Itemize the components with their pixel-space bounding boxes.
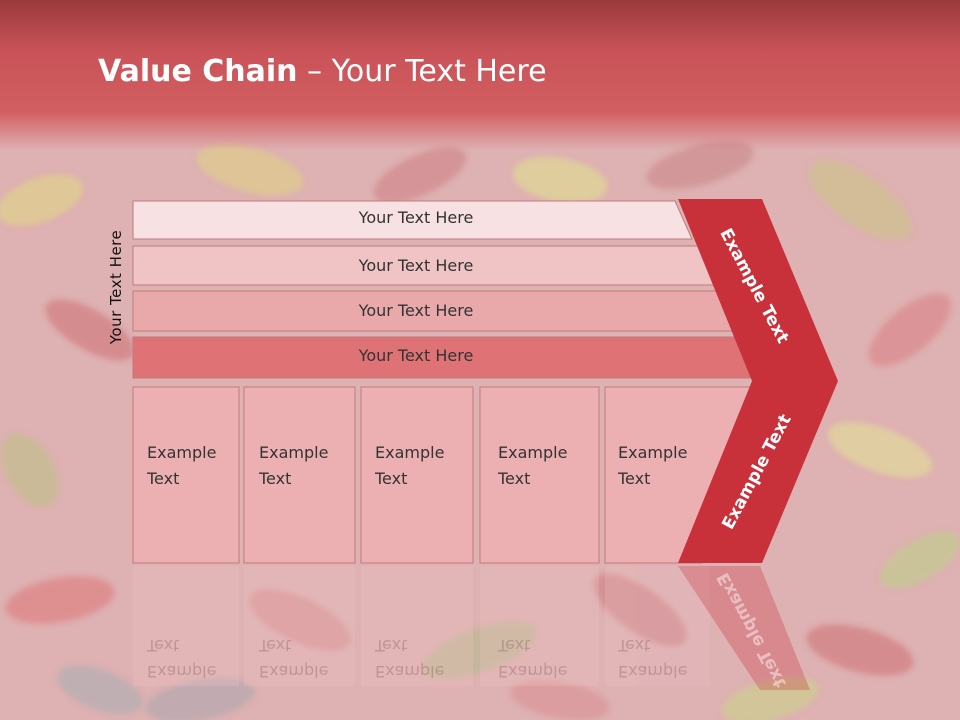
column-2-label: Example Text <box>259 443 329 488</box>
chevron-arrow[interactable] <box>678 199 838 563</box>
bar-3-label: Your Text Here <box>358 301 474 320</box>
column-4[interactable] <box>479 386 600 564</box>
column-2[interactable] <box>243 386 356 564</box>
column-reflection <box>605 566 710 686</box>
bar-2-label: Your Text Here <box>358 256 474 275</box>
column-reflection <box>244 566 355 686</box>
column-4-label: Example Text <box>498 443 568 488</box>
column-4-reflection-label: Example Text <box>498 636 568 681</box>
column-3-label: Example Text <box>375 443 445 488</box>
column-reflection <box>480 566 599 686</box>
column-5-reflection-label: Example Text <box>618 636 688 681</box>
chevron-reflection <box>678 566 810 690</box>
side-label: Your Text Here <box>107 229 125 345</box>
column-3[interactable] <box>360 386 474 564</box>
bar-1-label: Your Text Here <box>358 208 474 227</box>
slide-title: Value Chain – Your Text Here <box>98 54 547 89</box>
bar-1[interactable] <box>132 200 693 240</box>
column-1[interactable] <box>132 386 240 564</box>
header-band <box>0 0 960 150</box>
title-bold: Value Chain <box>98 54 298 89</box>
column-2-reflection-label: Example Text <box>259 636 329 681</box>
title-rest: – Your Text Here <box>297 54 547 89</box>
column-reflection <box>361 566 473 686</box>
column-reflection <box>133 566 239 686</box>
column-1-reflection-label: Example Text <box>147 636 217 681</box>
column-1-label: Example Text <box>147 443 217 488</box>
column-3-reflection-label: Example Text <box>375 636 445 681</box>
bar-4-label: Your Text Here <box>358 346 474 365</box>
column-5-label: Example Text <box>618 443 688 488</box>
